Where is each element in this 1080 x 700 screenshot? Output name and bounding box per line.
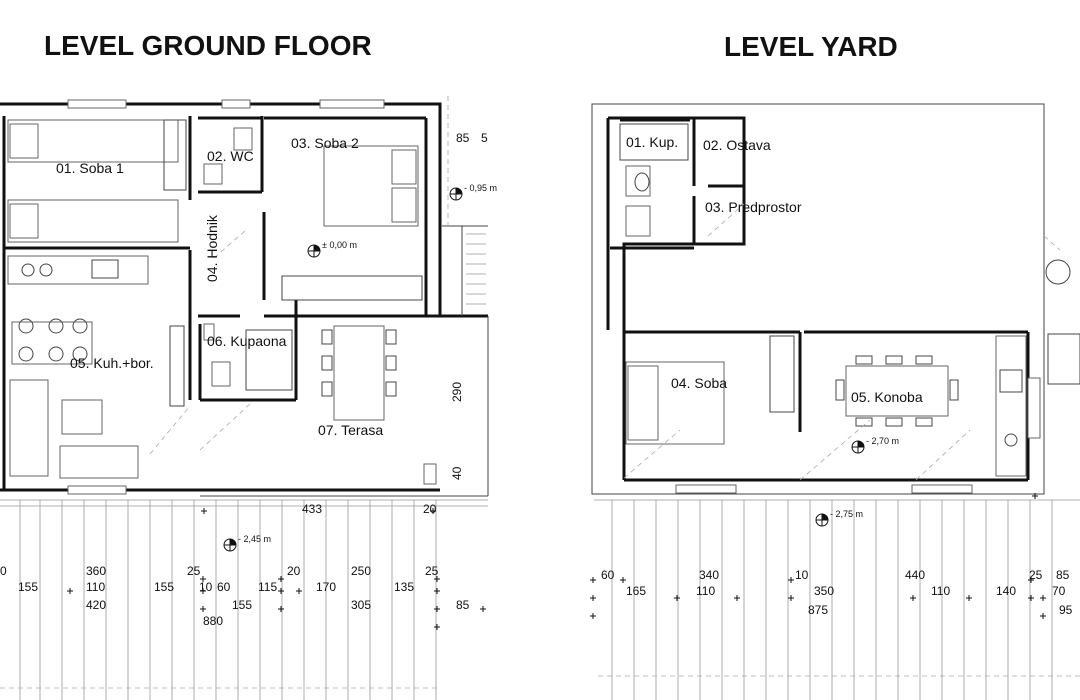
ground-floor-plan: 01. Soba 1 02. WC 03. Soba 2 04. Hodnik … bbox=[0, 96, 497, 700]
yard-dimension-ticks bbox=[590, 493, 1046, 619]
dim-label: 25 bbox=[187, 564, 201, 578]
room-label-soba-2: 03. Soba 2 bbox=[291, 135, 359, 151]
dim-label: 70 bbox=[1052, 584, 1066, 598]
dim-label: 880 bbox=[203, 614, 223, 628]
dim-label: 140 bbox=[996, 584, 1016, 598]
dim-label: 155 bbox=[18, 580, 38, 594]
dim-label: 433 bbox=[302, 502, 322, 516]
dim-label: 0 bbox=[0, 564, 7, 578]
dim-label: 85 bbox=[1056, 568, 1070, 582]
dim-label: 25 bbox=[1029, 568, 1043, 582]
dim-label: 350 bbox=[814, 584, 834, 598]
level-text-terrace: - 2,45 m bbox=[238, 534, 271, 544]
dim-label: 875 bbox=[808, 603, 828, 617]
room-label-soba-1: 01. Soba 1 bbox=[56, 160, 124, 176]
dim-label: 25 bbox=[425, 564, 439, 578]
dim-label: 85 bbox=[456, 598, 470, 612]
dim-label: 340 bbox=[699, 568, 719, 582]
dim-label: 155 bbox=[154, 580, 174, 594]
dim-label: 115 bbox=[258, 580, 277, 594]
dim-label: 110 bbox=[696, 584, 715, 598]
level-marker-yard-exterior: - 2,75 m bbox=[815, 509, 863, 527]
dim-label: 305 bbox=[351, 598, 371, 612]
room-label-kuhinja: 05. Kuh.+bor. bbox=[70, 355, 154, 371]
dim-label: 20 bbox=[423, 502, 437, 516]
dim-label: 170 bbox=[316, 580, 336, 594]
dim-label: 165 bbox=[626, 584, 646, 598]
room-label-soba: 04. Soba bbox=[671, 375, 727, 391]
dim-label: 40 bbox=[450, 466, 464, 480]
yard-plan: 01. Kup. 02. Ostava 03. Predprostor 04. … bbox=[590, 103, 1080, 700]
ground-deck-hatch bbox=[0, 499, 488, 700]
room-label-predprostor: 03. Predprostor bbox=[705, 199, 802, 215]
level-marker-konoba: - 2,70 m bbox=[851, 436, 899, 454]
room-label-terasa: 07. Terasa bbox=[318, 422, 383, 438]
level-text-exterior: - 0,95 m bbox=[464, 183, 497, 193]
dim-label: 10 bbox=[199, 580, 213, 594]
yard-deck-hatch bbox=[594, 499, 1080, 700]
ground-dimension-ticks bbox=[67, 508, 486, 630]
dim-label: 360 bbox=[86, 564, 106, 578]
level-text-yard-exterior: - 2,75 m bbox=[830, 509, 863, 519]
level-marker-terrace: - 2,45 m bbox=[223, 534, 271, 552]
room-label-konoba: 05. Konoba bbox=[851, 389, 923, 405]
dim-label: 420 bbox=[86, 598, 106, 612]
room-label-kup: 01. Kup. bbox=[626, 134, 678, 150]
ground-floor-title: LEVEL GROUND FLOOR bbox=[44, 30, 372, 61]
level-text-soba-2: ± 0,00 m bbox=[322, 240, 357, 250]
dim-label: 155 bbox=[232, 598, 252, 612]
level-marker-soba-2: ± 0,00 m bbox=[307, 240, 357, 258]
room-label-hodnik: 04. Hodnik bbox=[204, 214, 220, 282]
dim-label: 250 bbox=[351, 564, 371, 578]
level-text-konoba: - 2,70 m bbox=[866, 436, 899, 446]
level-marker-exterior: - 0,95 m bbox=[449, 183, 497, 201]
room-label-kupaona: 06. Kupaona bbox=[207, 333, 287, 349]
dim-label: 110 bbox=[931, 584, 950, 598]
yard-dimension-labels: 60 165 340 110 10 350 875 440 110 140 25… bbox=[601, 568, 1073, 617]
dim-label: 95 bbox=[1059, 603, 1073, 617]
dim-label: 5 bbox=[481, 131, 488, 145]
dim-label: 440 bbox=[905, 568, 925, 582]
dim-label: 85 bbox=[456, 131, 470, 145]
room-label-wc: 02. WC bbox=[207, 148, 254, 164]
dim-label: 110 bbox=[86, 580, 105, 594]
dim-label: 290 bbox=[450, 382, 464, 402]
dim-label: 60 bbox=[217, 580, 231, 594]
yard-level-title: LEVEL YARD bbox=[724, 31, 898, 62]
dim-label: 60 bbox=[601, 568, 615, 582]
dim-label: 20 bbox=[287, 564, 301, 578]
dim-label: 135 bbox=[394, 580, 414, 594]
dim-label: 10 bbox=[795, 568, 809, 582]
room-label-ostava: 02. Ostava bbox=[703, 137, 771, 153]
